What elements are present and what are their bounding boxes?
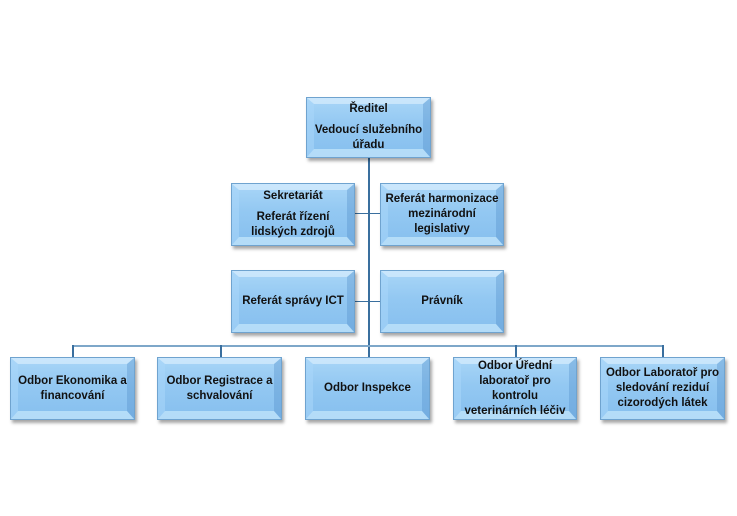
node-harmonization-line3: legislativy bbox=[414, 223, 470, 235]
node-dept-registration-line2: schvalování bbox=[186, 389, 253, 402]
node-secretariat: Sekretariát Referát řízení lidských zdro… bbox=[231, 183, 355, 246]
node-dept-economics-line2: financování bbox=[40, 389, 105, 402]
node-secretariat-line2: Referát řízení bbox=[256, 211, 330, 223]
node-director-subtitle-1: Vedoucí služebního bbox=[314, 124, 423, 136]
connector-dept-2 bbox=[220, 345, 222, 357]
node-dept-inspection-label: Odbor Inspekce bbox=[324, 382, 411, 394]
node-director-subtitle-2: úřadu bbox=[352, 139, 385, 151]
node-secretariat-line3: lidských zdrojů bbox=[251, 226, 335, 238]
node-harmonization-line2: mezinárodní bbox=[408, 208, 476, 220]
connector-main-vertical bbox=[368, 158, 370, 358]
node-harmonization: Referát harmonizace mezinárodní legislat… bbox=[380, 183, 504, 246]
node-secretariat-title: Sekretariát bbox=[263, 190, 323, 202]
node-dept-registration-line1: Odbor Registrace a bbox=[166, 374, 273, 387]
node-dept-residue-lab-line2: sledování reziduí bbox=[615, 382, 710, 394]
node-dept-residue-lab: Odbor Laboratoř pro sledování reziduí ci… bbox=[600, 357, 725, 420]
node-dept-residue-lab-line1: Odbor Laboratoř pro bbox=[605, 367, 720, 379]
node-ict-label: Referát správy ICT bbox=[242, 295, 344, 307]
node-dept-economics: Odbor Ekonomika a financování bbox=[10, 357, 135, 420]
connector-dept-5 bbox=[662, 345, 664, 357]
node-dept-registration: Odbor Registrace a schvalování bbox=[157, 357, 282, 420]
node-director: Ředitel Vedoucí služebního úřadu bbox=[306, 97, 431, 158]
node-lawyer-label: Právník bbox=[421, 295, 463, 307]
node-dept-official-lab-line3: kontrolu bbox=[492, 389, 538, 402]
node-dept-official-lab-line2: laboratoř pro bbox=[479, 374, 551, 387]
connector-dept-4 bbox=[515, 345, 517, 357]
node-lawyer: Právník bbox=[380, 270, 504, 333]
node-director-title: Ředitel bbox=[349, 103, 388, 115]
node-dept-official-lab-line4: veterinárních léčiv bbox=[464, 404, 566, 417]
node-harmonization-line1: Referát harmonizace bbox=[385, 193, 499, 205]
node-dept-economics-line1: Odbor Ekonomika a bbox=[18, 374, 127, 387]
connector-row1 bbox=[355, 213, 380, 214]
node-dept-residue-lab-line3: cizorodých látek bbox=[617, 397, 708, 409]
node-ict: Referát správy ICT bbox=[231, 270, 355, 333]
connector-dept-1 bbox=[72, 345, 74, 357]
node-dept-official-lab: Odbor Úřední laboratoř pro kontrolu vete… bbox=[453, 357, 577, 420]
connector-departments-horizontal bbox=[72, 345, 664, 347]
node-dept-official-lab-line1: Odbor Úřední bbox=[477, 359, 553, 372]
connector-row2 bbox=[355, 301, 380, 302]
node-dept-inspection: Odbor Inspekce bbox=[305, 357, 430, 420]
